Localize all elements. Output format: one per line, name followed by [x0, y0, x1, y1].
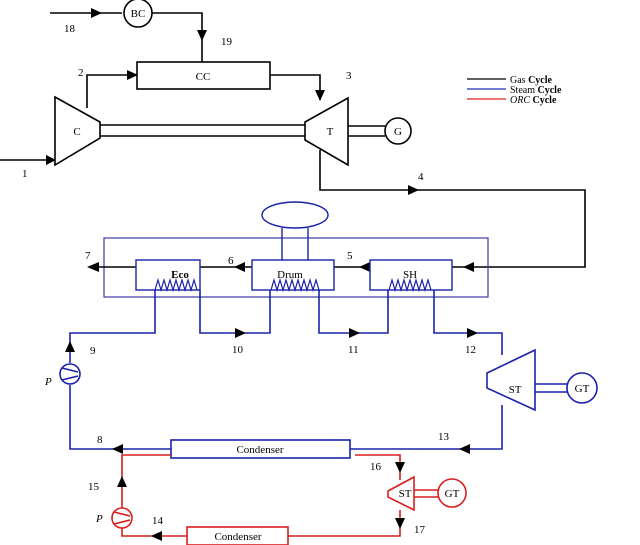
- label-turbine: T: [327, 126, 334, 138]
- state-14: 14: [152, 515, 164, 527]
- label-compressor: C: [73, 126, 80, 138]
- state-13: 13: [438, 431, 450, 443]
- arrow-7: [87, 262, 99, 272]
- legend-orc-label: ORC Cycle: [510, 95, 557, 106]
- state-16: 16: [370, 461, 382, 473]
- stream-19-line: [152, 12, 203, 62]
- state-11: 11: [348, 344, 359, 356]
- label-bc: BC: [131, 8, 146, 20]
- generator: [384, 117, 412, 145]
- label-orc-generator: GT: [445, 488, 460, 500]
- arrow-6: [234, 262, 245, 272]
- label-orc-pump: P: [95, 513, 103, 525]
- label-steam-turbine: ST: [509, 384, 522, 396]
- stream-4-line: [319, 150, 586, 268]
- hrsg: [87, 201, 489, 298]
- arrow-1: [46, 155, 56, 165]
- state-labels: 1 2 3 4 5 6 7 8 9 10 11 12 13 14 15 16 1…: [22, 23, 476, 536]
- orc-pump: [111, 507, 133, 529]
- steam-drum: [261, 201, 329, 229]
- state-6: 6: [228, 255, 234, 267]
- component-labels: BC CC C T G Eco Drum SH P ST GT Condense…: [44, 8, 590, 543]
- steam-generator: [566, 372, 598, 404]
- state-17: 17: [414, 524, 426, 536]
- label-eco: Eco: [171, 269, 189, 281]
- orc-cycle: [111, 454, 467, 545]
- state-18: 18: [64, 23, 76, 35]
- legend: Gas Cycle Steam Cycle ORC Cycle: [467, 75, 562, 106]
- label-generator: G: [394, 126, 402, 138]
- label-steam-generator: GT: [575, 383, 590, 395]
- stream-3-line: [270, 74, 321, 100]
- legend-gas-label: Gas Cycle: [510, 75, 553, 86]
- state-9: 9: [90, 345, 96, 357]
- label-orc-condenser: Condenser: [214, 531, 261, 543]
- arrow-5: [359, 262, 370, 272]
- state-8: 8: [97, 434, 103, 446]
- label-orc-turbine: ST: [399, 488, 412, 500]
- stream-2-line: [86, 74, 137, 108]
- legend-steam-label: Steam Cycle: [510, 85, 562, 96]
- turbine: [304, 96, 349, 167]
- steam-turbine: [486, 348, 536, 412]
- gas-cycle: [0, 0, 586, 268]
- state-10: 10: [232, 344, 244, 356]
- orc-generator: [437, 478, 467, 508]
- label-pump: P: [44, 376, 52, 388]
- label-cc: CC: [196, 71, 211, 83]
- compressor: [54, 95, 101, 167]
- combustion-chamber: [136, 61, 271, 90]
- state-15: 15: [88, 481, 100, 493]
- state-3: 3: [346, 70, 352, 82]
- state-2: 2: [78, 67, 84, 79]
- orc-turbine: [387, 475, 415, 512]
- label-drum: Drum: [277, 269, 303, 281]
- drum-evaporator: [251, 259, 335, 291]
- steam-pump: [59, 363, 81, 385]
- state-5: 5: [347, 250, 353, 262]
- label-sh: SH: [403, 269, 417, 281]
- state-7: 7: [85, 250, 91, 262]
- state-1: 1: [22, 168, 28, 180]
- steam-cycle: [59, 290, 598, 459]
- state-19: 19: [221, 36, 233, 48]
- label-condenser: Condenser: [236, 444, 283, 456]
- state-12: 12: [465, 344, 476, 356]
- state-4: 4: [418, 171, 424, 183]
